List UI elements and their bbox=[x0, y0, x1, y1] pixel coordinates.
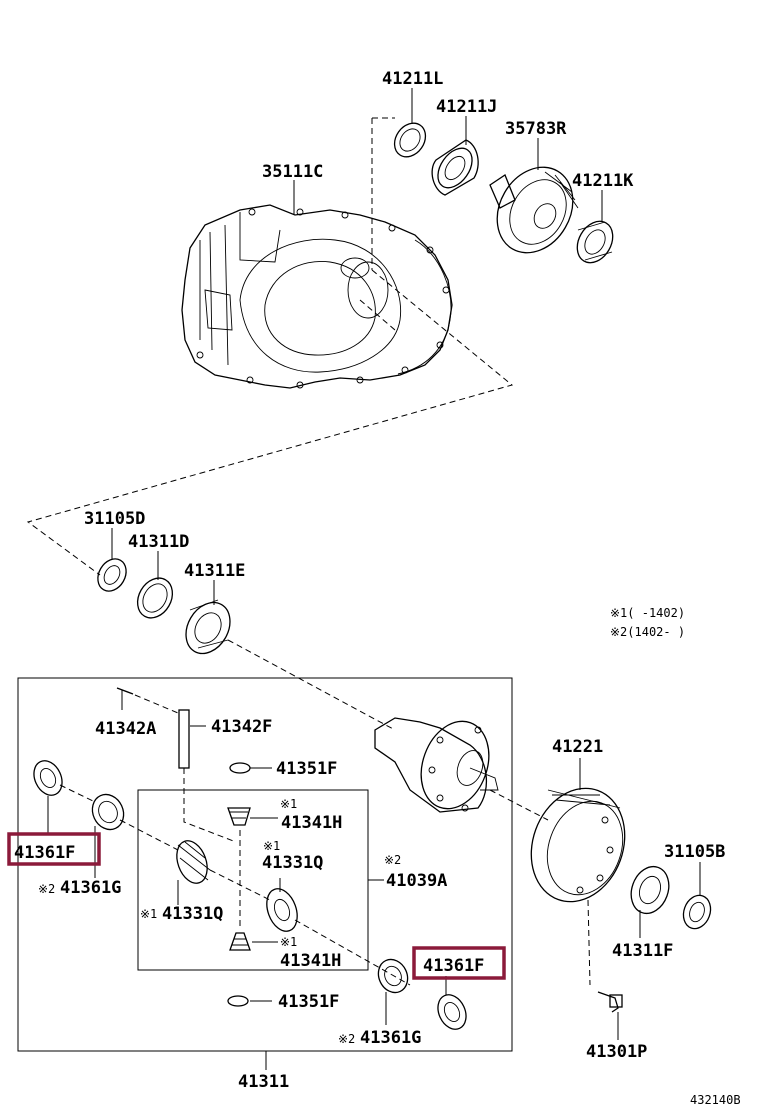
label-35783R: 35783R bbox=[505, 119, 567, 139]
label-41351F-bottom: 41351F bbox=[278, 992, 339, 1012]
label-41221: 41221 bbox=[552, 737, 603, 757]
label-41361G-left: 41361G bbox=[60, 878, 121, 898]
part-41361F-seal-right bbox=[437, 994, 467, 1030]
label-41311D: 41311D bbox=[128, 532, 189, 552]
label-41301P: 41301P bbox=[586, 1042, 647, 1062]
footnote-1: ※1( -1402) bbox=[610, 606, 685, 620]
highlight-41361F-left bbox=[7, 832, 101, 866]
label-41361F-left: 41361F bbox=[14, 843, 75, 863]
label-41211K: 41211K bbox=[572, 171, 634, 191]
leader-lines bbox=[47, 88, 701, 1070]
part-41351F-washer-bottom bbox=[227, 995, 249, 1007]
label-41211L: 41211L bbox=[382, 69, 443, 89]
label-41211J: 41211J bbox=[436, 97, 497, 117]
label-41361F-right: 41361F bbox=[423, 956, 484, 976]
part-41311F-bearing bbox=[630, 865, 670, 915]
label-41331Q-top: 41331Q bbox=[262, 853, 323, 873]
part-41311E-bearing bbox=[185, 599, 231, 655]
label-41311: 41311 bbox=[238, 1072, 289, 1092]
part-35783R-gear bbox=[489, 166, 579, 254]
label-41311F: 41311F bbox=[612, 941, 673, 961]
part-41301P-bolt bbox=[587, 899, 623, 1013]
label-41361G-bottom: 41361G bbox=[360, 1028, 421, 1048]
label-31105D: 31105D bbox=[84, 509, 145, 529]
mark-1-41341H-top: ※1 bbox=[280, 797, 297, 811]
highlight-41361F-right bbox=[412, 946, 506, 980]
label-41039A: 41039A bbox=[386, 871, 447, 891]
label-41341H-bottom: 41341H bbox=[280, 951, 341, 971]
label-31105B: 31105B bbox=[664, 842, 725, 862]
transmission-case-drawing bbox=[181, 204, 453, 389]
part-41221-ring-gear bbox=[530, 787, 626, 903]
part-31105D-seal bbox=[97, 558, 127, 592]
part-41361G-washer-bottom bbox=[377, 958, 409, 994]
part-41331Q-side-gear-right bbox=[266, 888, 298, 932]
part-41361G-washer-left bbox=[91, 793, 125, 831]
part-41361F-seal-left bbox=[33, 760, 63, 796]
mark-2-41039A: ※2 bbox=[384, 853, 401, 867]
part-41341H-gear-top bbox=[227, 807, 251, 826]
label-41351F-top: 41351F bbox=[276, 759, 337, 779]
label-41342F: 41342F bbox=[211, 717, 272, 737]
part-41342F-shaft bbox=[178, 709, 237, 843]
label-35111C: 35111C bbox=[262, 162, 323, 182]
footnote-2: ※2(1402- ) bbox=[610, 625, 685, 639]
part-41341H-gear-bottom bbox=[229, 932, 251, 951]
label-41341H-top: 41341H bbox=[281, 813, 342, 833]
mark-2-41361G-left: ※2 bbox=[38, 882, 55, 896]
mark-1-41331Q-left: ※1 bbox=[140, 907, 157, 921]
part-31105B-seal bbox=[682, 894, 712, 930]
part-41351F-washer-top bbox=[229, 762, 251, 774]
mark-2-41361G-bottom: ※2 bbox=[338, 1032, 355, 1046]
mark-1-41331Q-top: ※1 bbox=[263, 839, 280, 853]
differential-case-drawing bbox=[374, 717, 499, 813]
label-41331Q-left: 41331Q bbox=[162, 904, 223, 924]
part-41211K-bearing bbox=[576, 220, 614, 264]
part-41331Q-side-gear-left bbox=[176, 840, 211, 884]
part-41311D-shim bbox=[136, 577, 174, 619]
mark-1-41341H-bottom: ※1 bbox=[280, 935, 297, 949]
part-41211J-bearing bbox=[431, 139, 479, 196]
part-41342A-pin bbox=[116, 687, 179, 714]
label-41311E: 41311E bbox=[184, 561, 245, 581]
label-41342A: 41342A bbox=[95, 719, 156, 739]
part-41211L-ring bbox=[393, 122, 427, 158]
diagram-id: 432140B bbox=[690, 1093, 741, 1107]
